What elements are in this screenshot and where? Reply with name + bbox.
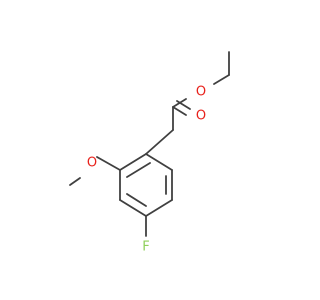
- ester-oxygen-label: O: [196, 85, 206, 100]
- methoxy-oxygen-label: O: [87, 156, 97, 171]
- ring-inner-double-1: [126, 162, 151, 178]
- molecule-structure: O O O F: [69, 51, 230, 255]
- ring-bond-1: [119, 153, 147, 171]
- ring-inner-double-2: [126, 193, 147, 207]
- bond-ch2-ring: [145, 129, 174, 155]
- structure-canvas: O O O F: [69, 51, 230, 255]
- ring-bond-6: [145, 153, 173, 171]
- ring-bond-3: [119, 199, 147, 217]
- carbonyl-oxygen-label: O: [196, 109, 206, 124]
- bond-ch2-o: [213, 74, 230, 85]
- ring-bond-4: [145, 199, 173, 217]
- bond-carbonyl-double-2: [176, 100, 191, 110]
- bond-carbonyl-double-1: [172, 106, 187, 116]
- fluorine-label: F: [142, 240, 149, 255]
- bond-methoxy-o-ch3: [69, 177, 81, 186]
- bond-ring-methoxy-o: [96, 156, 121, 171]
